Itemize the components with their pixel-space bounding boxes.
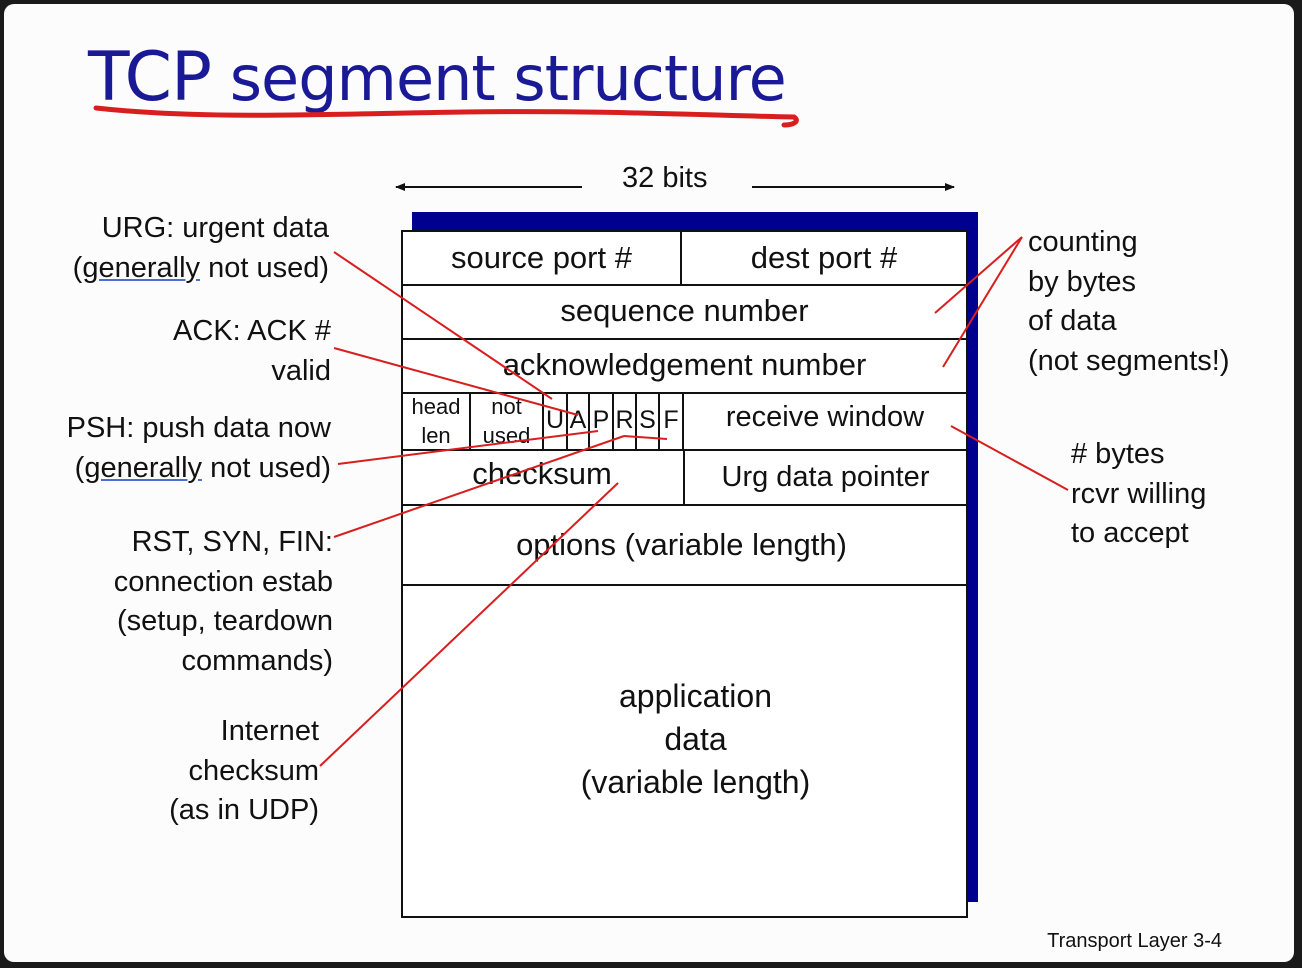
flag-fin: F xyxy=(663,406,679,434)
row-divider xyxy=(403,504,966,506)
row-divider xyxy=(403,338,966,340)
leader-receive-window xyxy=(950,425,1069,491)
leader-lines xyxy=(319,236,1069,767)
note-checksum: Internet checksum (as in UDP) xyxy=(169,712,319,831)
col-divider xyxy=(658,392,660,449)
head-len-line2: len xyxy=(421,422,451,448)
note-cks-line1: Internet xyxy=(220,715,319,747)
slide-footer: Transport Layer 3-4 xyxy=(1047,930,1222,952)
note-rst-line1: RST, SYN, FIN: xyxy=(131,526,333,558)
leader-counting-seq xyxy=(934,236,1023,314)
col-divider xyxy=(635,392,637,449)
flag-syn: S xyxy=(639,406,656,434)
note-urg-line2: (generally not used) xyxy=(72,251,329,284)
field-dest-port: dest port # xyxy=(750,240,898,275)
note-count-line3: of data xyxy=(1028,305,1117,337)
head-len-line1: head xyxy=(411,393,461,419)
flag-urg: U xyxy=(545,406,565,434)
field-head-len: head len xyxy=(403,392,469,449)
leader-urg xyxy=(333,251,553,400)
note-rst-line4: commands) xyxy=(181,644,334,677)
annotation-overlay xyxy=(93,105,1069,767)
note-psh-line1: PSH: push data now xyxy=(66,412,331,444)
leader-psh xyxy=(337,430,599,465)
field-application-data: application data (variable length) xyxy=(403,586,988,916)
leader-rst-top xyxy=(623,435,668,440)
row-divider xyxy=(403,284,966,286)
col-divider xyxy=(566,392,568,449)
title-underline xyxy=(93,105,799,128)
leader-counting-ack xyxy=(942,236,1023,368)
col-divider xyxy=(680,232,682,284)
note-rcv-line1: # bytes xyxy=(1071,438,1165,470)
note-ack: ACK: ACK # valid xyxy=(173,312,331,391)
note-ack-line2: valid xyxy=(271,354,331,387)
slide: TCP segment structure 32 bits source por… xyxy=(4,4,1294,962)
segment-frame: source port # dest port # sequence numbe… xyxy=(401,230,968,918)
flag-rst: R xyxy=(615,406,634,434)
note-count-line1: counting xyxy=(1028,226,1138,258)
note-urg-line1: URG: urgent data xyxy=(101,212,329,244)
field-urg-pointer: Urg data pointer xyxy=(721,461,930,493)
col-divider xyxy=(683,449,685,504)
note-psh: PSH: push data now (generally not used) xyxy=(67,409,331,488)
slide-title: TCP segment structure xyxy=(88,38,787,117)
field-options: options (variable length) xyxy=(516,527,847,562)
field-checksum: checksum xyxy=(472,455,612,491)
note-receive-window: # bytes rcvr willing to accept xyxy=(1071,435,1206,554)
note-ack-line1: ACK: ACK # xyxy=(173,315,331,347)
note-urg: URG: urgent data (generally not used) xyxy=(73,209,329,288)
flag-psh: P xyxy=(592,406,610,434)
title-rest: segment structure xyxy=(211,42,787,115)
app-data-line1: application xyxy=(619,677,772,714)
note-rcv-line2: rcvr willing xyxy=(1071,477,1207,510)
note-counting: counting by bytes of data (not segments!… xyxy=(1028,223,1229,381)
note-rst-syn-fin: RST, SYN, FIN: connection estab (setup, … xyxy=(114,523,333,681)
col-divider xyxy=(682,392,684,449)
leader-ack xyxy=(333,347,579,416)
app-data-line2: data xyxy=(664,720,727,757)
field-receive-window: receive window xyxy=(725,401,925,433)
note-cks-line3: (as in UDP) xyxy=(169,794,319,826)
field-sequence-number: sequence number xyxy=(560,293,809,328)
col-divider xyxy=(469,392,471,449)
app-data-line3: (variable length) xyxy=(580,763,811,800)
generally-word: generally xyxy=(82,251,201,284)
col-divider xyxy=(612,392,614,449)
width-label: 32 bits xyxy=(622,162,708,194)
note-psh-line2: (generally not used) xyxy=(74,451,331,484)
note-rst-line3: (setup, teardown xyxy=(116,605,333,637)
note-rcv-line3: to accept xyxy=(1071,517,1189,549)
col-divider xyxy=(542,392,544,449)
row-divider xyxy=(403,584,966,586)
row-divider xyxy=(403,392,966,394)
col-divider xyxy=(588,392,590,449)
leader-rst xyxy=(333,435,625,538)
note-count-line4: (not segments!) xyxy=(1028,344,1230,377)
leader-checksum xyxy=(319,482,619,767)
title-tcp: TCP xyxy=(88,38,212,117)
note-rst-line2: connection estab xyxy=(113,565,333,598)
note-cks-line2: checksum xyxy=(188,754,319,787)
field-ack-number: acknowledgement number xyxy=(502,347,867,382)
note-count-line2: by bytes xyxy=(1028,265,1136,298)
field-source-port: source port # xyxy=(451,240,632,275)
generally-word: generally xyxy=(84,451,203,484)
